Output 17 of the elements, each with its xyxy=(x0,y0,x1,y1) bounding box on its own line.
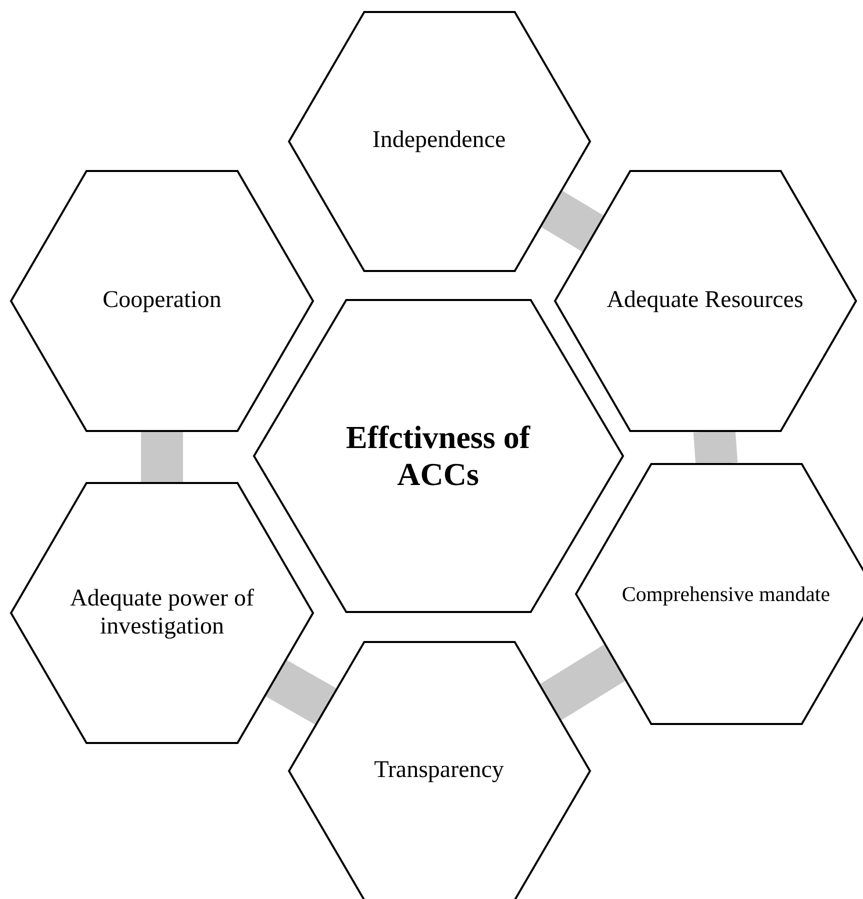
hexagon xyxy=(288,642,590,899)
hexagon-label: Transparency xyxy=(373,757,505,785)
connector-band xyxy=(141,431,183,483)
hexagon xyxy=(288,12,590,270)
connector-band xyxy=(265,659,336,725)
hexagon xyxy=(11,171,313,431)
hexagon-label: Cooperation xyxy=(102,287,222,315)
hexagon xyxy=(576,464,863,724)
hexagon-label: Adequate power of investigation xyxy=(69,585,255,641)
hexagon xyxy=(554,171,856,431)
hexagon-label: Adequate Resources xyxy=(606,287,804,315)
connector-band xyxy=(538,644,626,721)
center-title: Effctivness of ACCs xyxy=(345,419,532,493)
hexagon-label: Comprehensive mandate xyxy=(620,582,832,606)
hexagon-label: Independence xyxy=(371,127,507,155)
connector-band xyxy=(540,190,604,252)
hexagon xyxy=(11,483,313,743)
